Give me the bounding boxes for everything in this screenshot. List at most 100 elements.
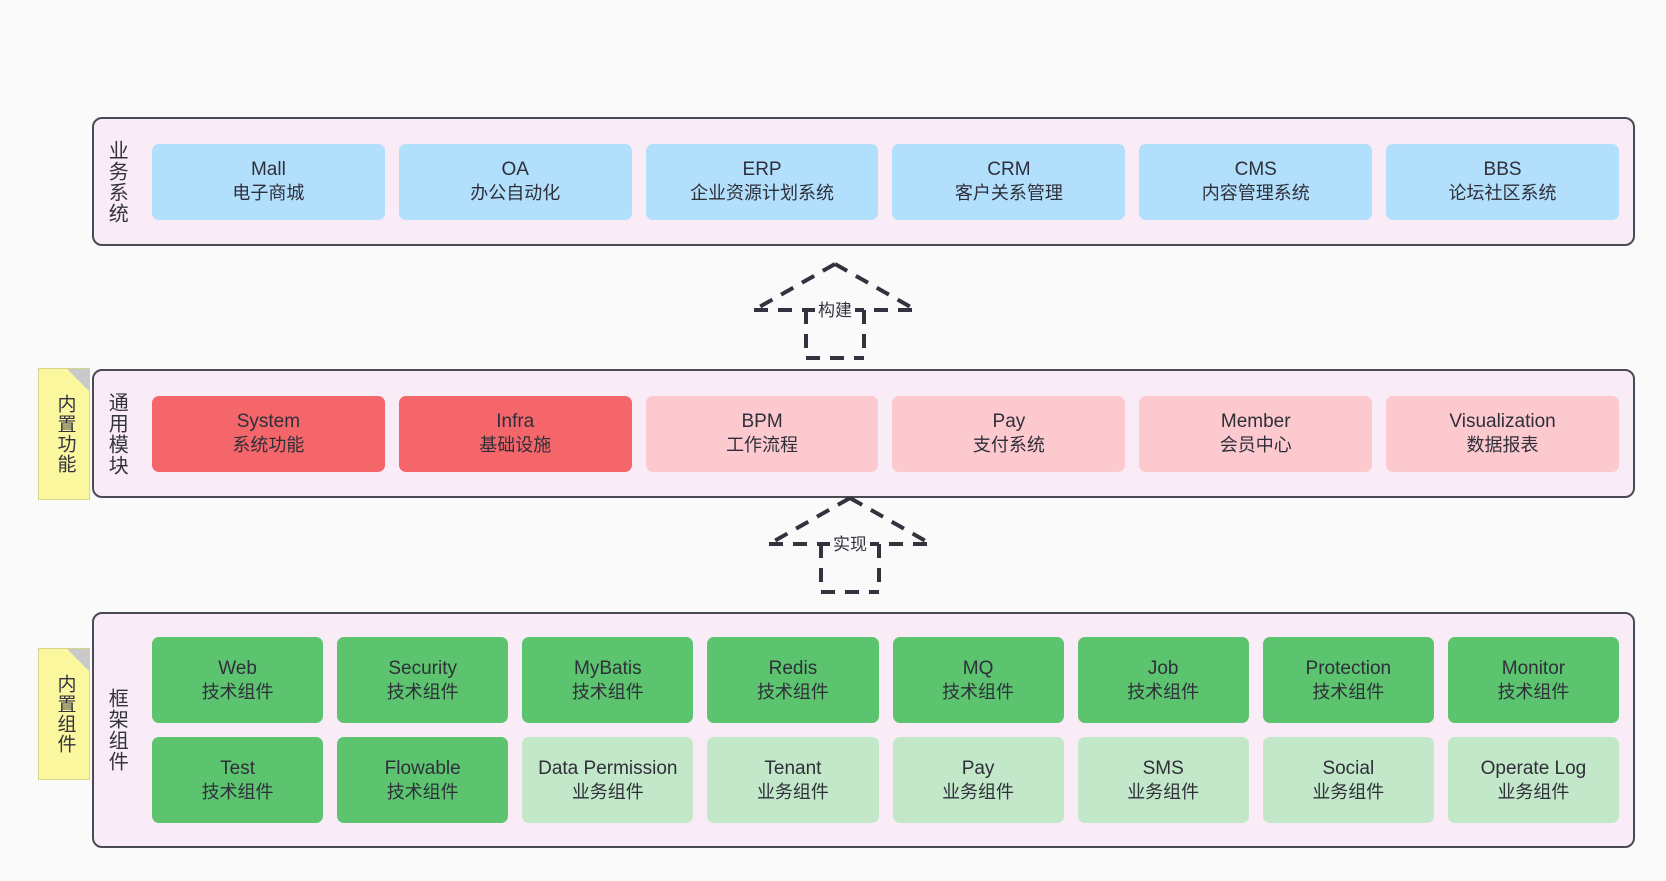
- component-box-subtitle: 业务组件: [942, 781, 1015, 802]
- component-box-name: Infra: [496, 411, 535, 433]
- component-box-subtitle: 技术组件: [386, 681, 459, 702]
- arrow-build: 构建: [740, 258, 930, 360]
- component-box-subtitle: 企业资源计划系统: [690, 183, 835, 204]
- component-box-subtitle: 系统功能: [232, 435, 305, 456]
- panel-label-framework-components: 框架组件: [105, 688, 128, 772]
- component-box-subtitle: 会员中心: [1219, 435, 1292, 456]
- component-box-subtitle: 论坛社区系统: [1448, 183, 1557, 204]
- component-box-subtitle: 技术组件: [571, 681, 644, 702]
- component-box-subtitle: 电子商城: [232, 183, 305, 204]
- component-box-name: Tenant: [764, 757, 822, 779]
- component-box-name: BBS: [1483, 159, 1522, 181]
- component-box-name: SMS: [1142, 757, 1184, 779]
- note-builtin-components-label: 内置组件: [54, 674, 76, 754]
- note-builtin-features-label: 内置功能: [54, 394, 76, 474]
- page-fold-icon: [67, 369, 89, 391]
- component-box-name: System: [236, 411, 301, 433]
- arrow-implement: 实现: [755, 492, 945, 594]
- panel-label-common-modules: 通用模块: [105, 391, 128, 476]
- component-box-name: Flowable: [384, 757, 461, 779]
- component-box-name: Visualization: [1449, 411, 1556, 433]
- component-box-subtitle: 技术组件: [201, 681, 274, 702]
- note-builtin-features: 内置功能: [38, 368, 90, 500]
- component-box-name: CRM: [987, 159, 1031, 181]
- component-box-subtitle: 技术组件: [201, 781, 274, 802]
- component-box-name: Pay: [992, 411, 1026, 433]
- component-box-name: Test: [220, 757, 255, 779]
- panel-label-business-systems: 业务系统: [105, 139, 128, 224]
- component-box-subtitle: 内容管理系统: [1201, 183, 1310, 204]
- component-box-name: Member: [1220, 411, 1291, 433]
- component-box-name: Redis: [768, 657, 818, 679]
- component-box-name: Data Permission: [538, 757, 678, 779]
- component-box-subtitle: 技术组件: [386, 781, 459, 802]
- component-box-name: ERP: [742, 159, 782, 181]
- component-box-subtitle: 业务组件: [756, 781, 829, 802]
- component-box-name: Operate Log: [1480, 757, 1587, 779]
- component-box-subtitle: 支付系统: [972, 435, 1045, 456]
- component-box-name: Security: [388, 657, 457, 679]
- arrow-implement-label: 实现: [830, 530, 870, 555]
- component-box-name: MQ: [962, 657, 994, 679]
- page-fold-icon: [67, 649, 89, 671]
- component-box-subtitle: 业务组件: [1127, 781, 1200, 802]
- component-box-subtitle: 业务组件: [1312, 781, 1385, 802]
- component-box-name: Social: [1322, 757, 1375, 779]
- component-box-name: OA: [501, 159, 529, 181]
- component-box-subtitle: 技术组件: [1497, 681, 1570, 702]
- component-box-subtitle: 业务组件: [571, 781, 644, 802]
- component-box-subtitle: 办公自动化: [470, 183, 561, 204]
- component-box-subtitle: 业务组件: [1497, 781, 1570, 802]
- component-box-name: Monitor: [1501, 657, 1566, 679]
- component-box-name: Job: [1147, 657, 1179, 679]
- component-box-subtitle: 技术组件: [756, 681, 829, 702]
- note-builtin-components: 内置组件: [38, 648, 90, 780]
- component-box-subtitle: 技术组件: [1312, 681, 1385, 702]
- component-box-name: Pay: [961, 757, 995, 779]
- arrow-build-label: 构建: [815, 296, 855, 321]
- component-box-subtitle: 技术组件: [1127, 681, 1200, 702]
- component-box-name: CMS: [1234, 159, 1277, 181]
- component-box-name: Mall: [250, 159, 286, 181]
- component-box-subtitle: 技术组件: [942, 681, 1015, 702]
- component-box-subtitle: 客户关系管理: [954, 183, 1063, 204]
- component-box-name: Protection: [1305, 657, 1392, 679]
- component-box-name: MyBatis: [574, 657, 642, 679]
